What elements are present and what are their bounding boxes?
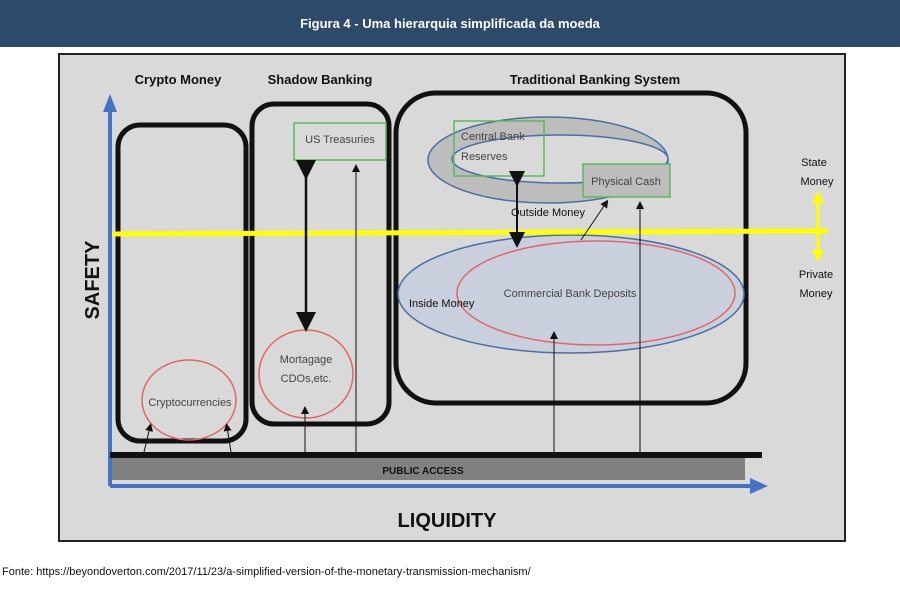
state-money-label-1: State — [801, 157, 827, 169]
mortgage-label-2: CDOs,etc. — [281, 373, 332, 385]
public-access-bar — [112, 458, 745, 480]
private-money-arrowhead — [812, 250, 824, 262]
commercial-deposits-label: Commercial Bank Deposits — [504, 288, 637, 300]
inside-money-label: Inside Money — [409, 298, 475, 310]
physical-cash-box — [582, 163, 671, 198]
safety-axis-arrowhead — [103, 94, 117, 112]
state-private-divider — [111, 228, 829, 237]
crypto-access-arrow-left — [143, 423, 153, 453]
public-access-label: PUBLIC ACCESS — [382, 466, 464, 477]
liquidity-axis-arrowhead — [750, 478, 768, 494]
private-money-label-1: Private — [799, 269, 833, 281]
crypto-money-box — [115, 122, 249, 444]
figure-title: Figura 4 - Uma hierarquia simplificada d… — [0, 0, 900, 47]
shadow-banking-box — [249, 101, 392, 427]
safety-axis-label: SAFETY — [82, 240, 104, 320]
section-crypto-title: Crypto Money — [135, 72, 222, 87]
central-bank-reserves-label-1: Central Bank — [461, 131, 525, 143]
us-treasuries-label: US Treasuries — [305, 134, 375, 146]
section-shadow-title: Shadow Banking — [268, 72, 373, 87]
section-traditional-title: Traditional Banking System — [510, 72, 681, 87]
deposits-cash-arrow — [580, 199, 609, 241]
private-money-label-2: Money — [799, 288, 833, 300]
state-money-label-2: Money — [800, 176, 834, 188]
us-treasuries-box — [293, 122, 387, 161]
cryptocurrencies-label: Cryptocurrencies — [148, 397, 232, 409]
outside-money-label: Outside Money — [511, 207, 585, 219]
cryptocurrencies-circle — [141, 359, 237, 441]
traditional-banking-box — [393, 90, 749, 406]
central-bank-reserves-label-2: Reserves — [461, 151, 508, 163]
state-money-arrowhead — [812, 191, 824, 203]
crypto-access-arrow-right — [223, 423, 232, 453]
liquidity-axis-label: LIQUIDITY — [398, 510, 498, 532]
physical-cash-label: Physical Cash — [591, 176, 661, 188]
commercial-deposits-ellipse — [456, 240, 736, 346]
central-bank-reserves-box — [453, 120, 545, 177]
mortgage-label-1: Mortagage — [280, 354, 333, 366]
source-citation: Fonte: https://beyondoverton.com/2017/11… — [2, 566, 531, 578]
